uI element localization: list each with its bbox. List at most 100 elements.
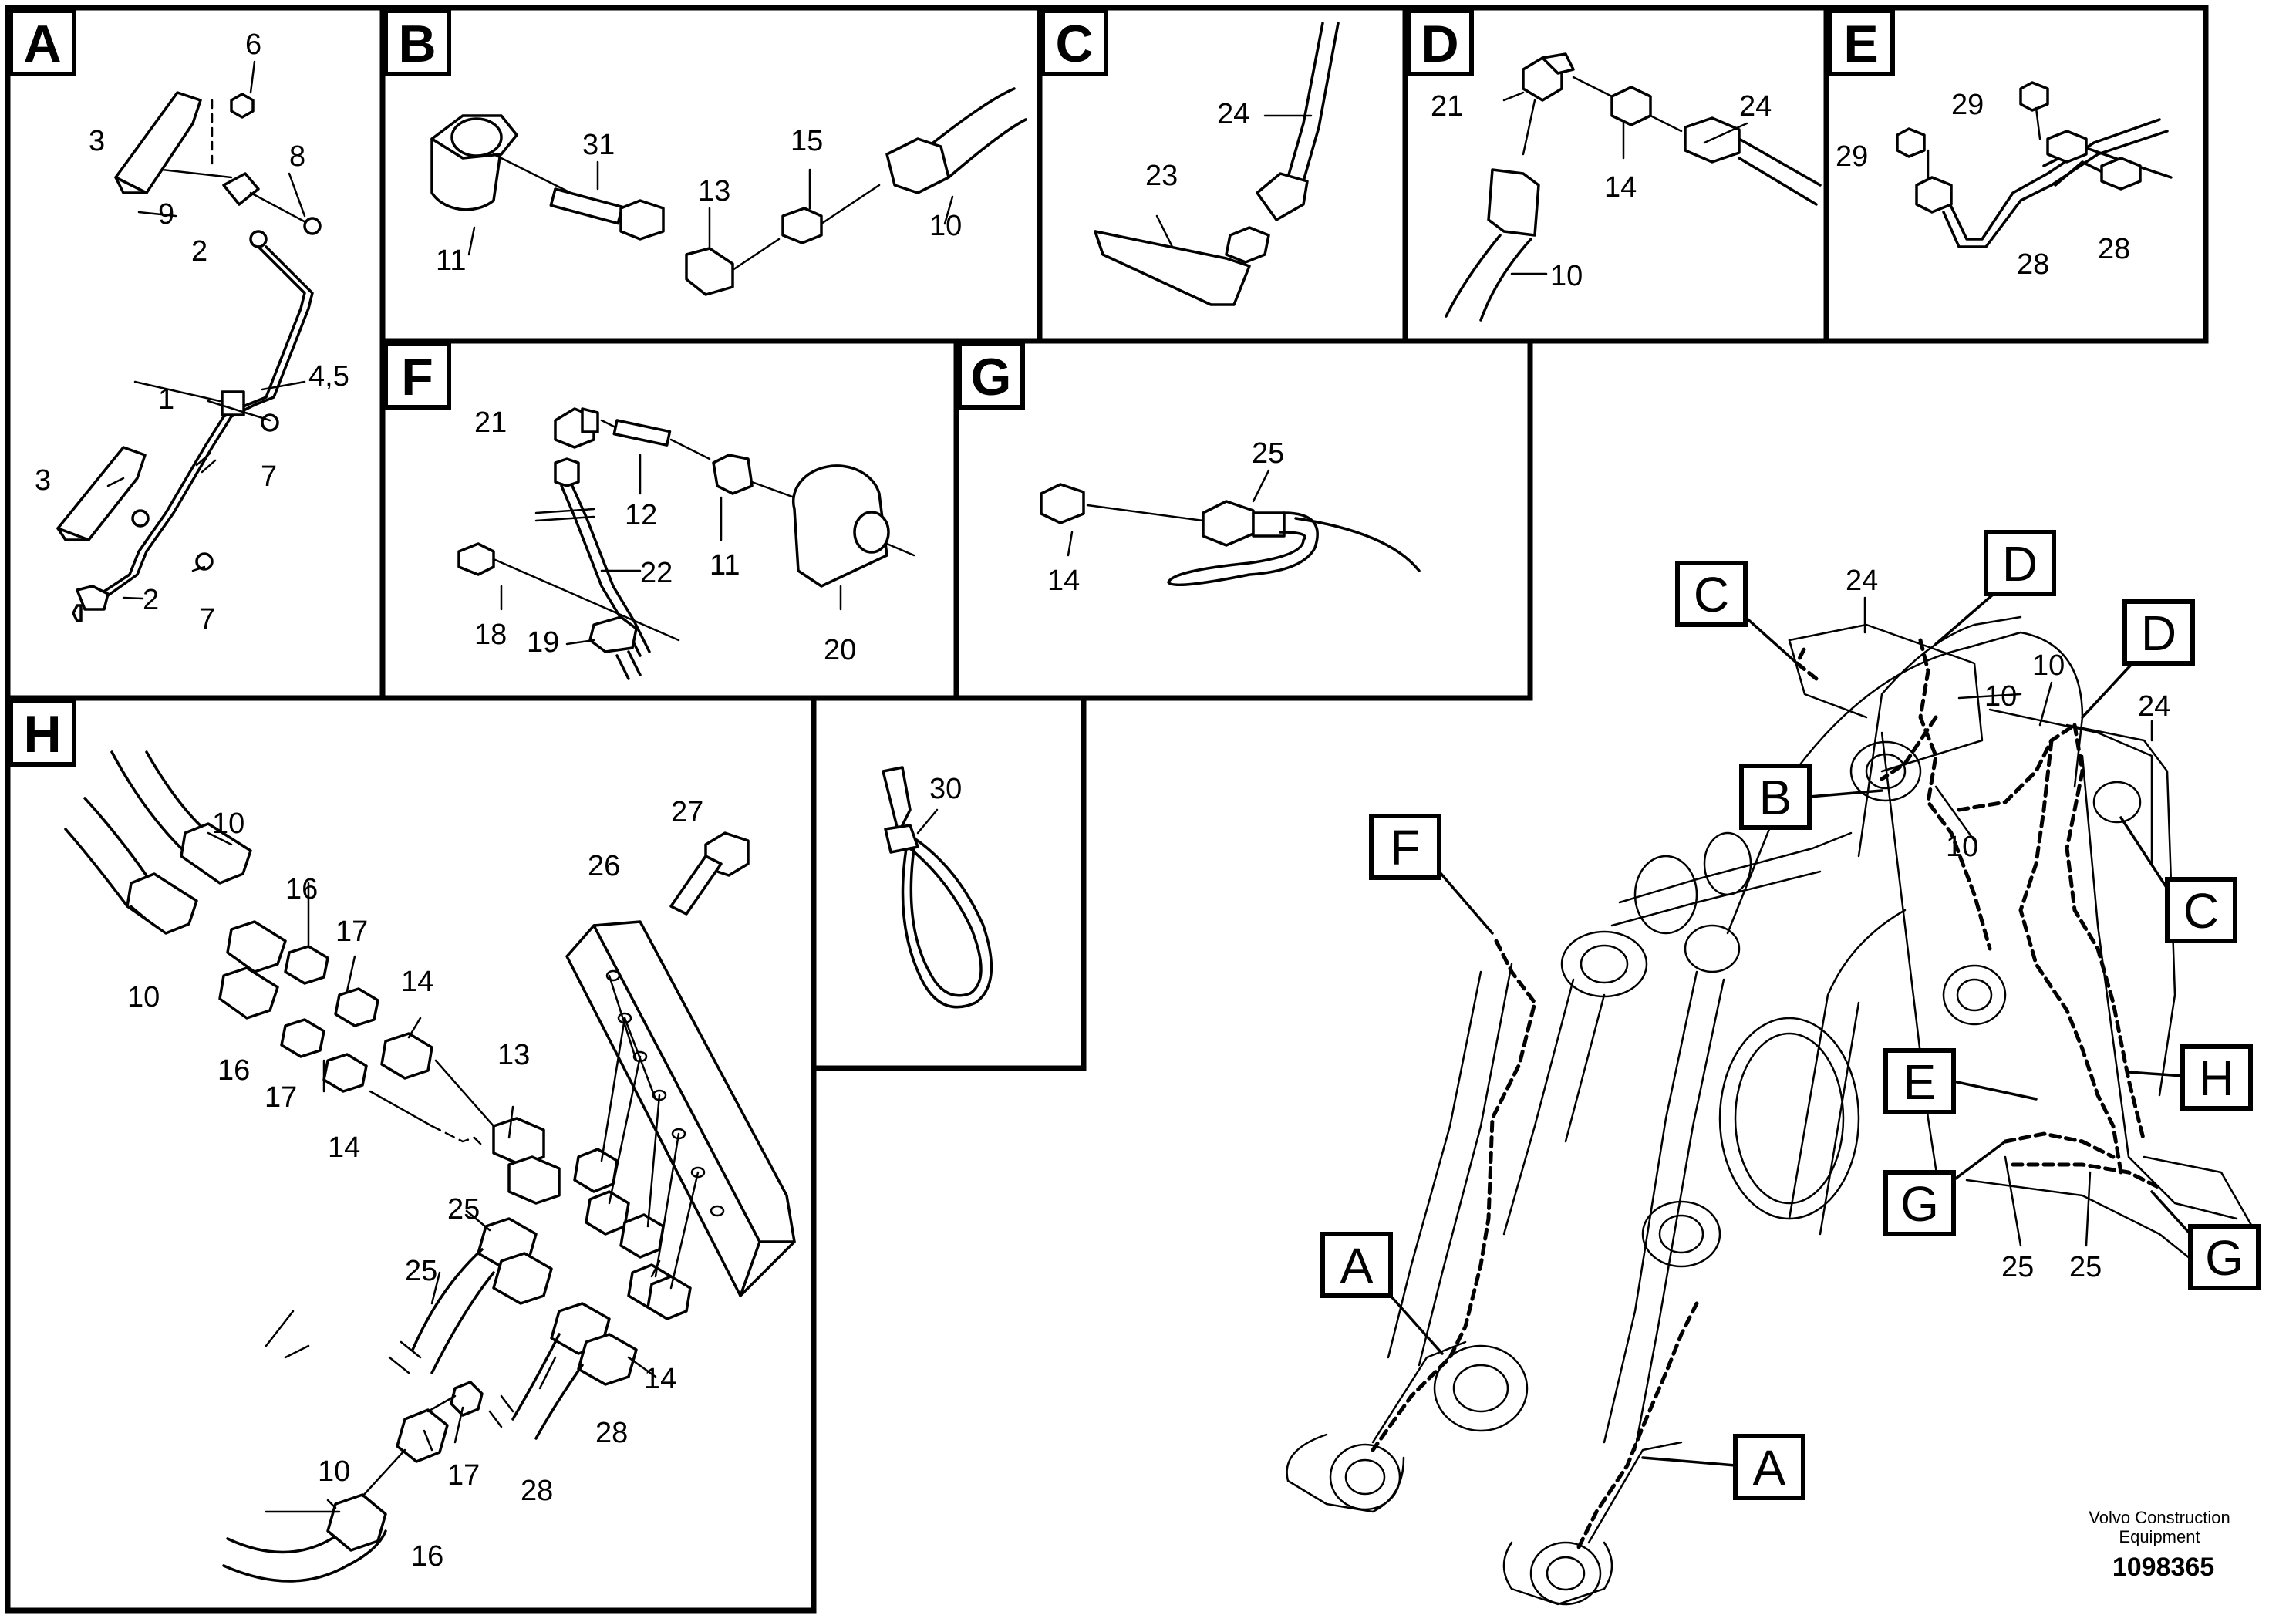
panel-h-drawing: 10 27 16 26 17 14 10 16 17 13 14 25 25 1… [64, 750, 796, 1583]
panel-h-label-27: 27 [671, 796, 703, 828]
panel-h-label-10-left: 10 [127, 981, 160, 1013]
panel-f-label-20: 20 [824, 634, 856, 666]
panel-letter-e: E [1843, 15, 1878, 73]
panel-tie-drawing: 30 [882, 766, 993, 1009]
panel-b-label-15: 15 [791, 125, 823, 157]
panel-d-drawing: 21 24 14 10 [1431, 52, 1822, 322]
callout-d-middle: D [2002, 536, 2038, 592]
machine-label-10-b: 10 [2032, 649, 2065, 682]
panel-letter-d: D [1421, 15, 1458, 73]
panel-letter-b: B [398, 15, 436, 73]
panel-a-label-3-top: 3 [89, 125, 105, 157]
panel-h-label-17-bottom: 17 [447, 1459, 480, 1492]
doc-number: 1098365 [2112, 1553, 2214, 1582]
panel-g-label-25: 25 [1252, 437, 1284, 470]
panel-g-label-14: 14 [1047, 565, 1080, 597]
callout-b: B [1759, 770, 1792, 825]
callout-c-top: C [1694, 567, 1729, 622]
panel-h-label-25-a: 25 [447, 1193, 480, 1226]
panel-f-drawing: 21 12 11 22 18 19 20 [457, 406, 915, 680]
panel-a-drawing: 6 3 8 9 2 4,5 1 7 3 2 7 [35, 29, 349, 636]
footer-company-line2: Equipment [2119, 1527, 2200, 1546]
panel-h-frame [5, 695, 817, 1614]
panel-frames [5, 5, 2209, 1614]
panel-c-drawing: 24 23 [1094, 22, 1340, 306]
panel-b-label-31: 31 [582, 129, 615, 161]
panel-b-label-13: 13 [698, 175, 730, 207]
panel-a-label-8: 8 [289, 140, 305, 173]
panel-a-label-4-5: 4,5 [308, 360, 349, 393]
panel-h-label-17-mid: 17 [265, 1081, 297, 1114]
panel-a-label-9: 9 [158, 198, 174, 231]
panel-f-label-19: 19 [527, 626, 559, 659]
panel-h-label-16-mid: 16 [217, 1054, 250, 1087]
machine-drawing [1286, 615, 2254, 1606]
machine-label-25-b: 25 [2069, 1251, 2102, 1283]
panel-e-label-28-b: 28 [2098, 233, 2130, 265]
panel-h-label-16-top: 16 [285, 873, 318, 905]
panel-d-label-24: 24 [1739, 90, 1772, 123]
panel-b-label-10: 10 [929, 210, 962, 242]
panel-e-drawing: 29 29 28 28 [1836, 81, 2173, 281]
panel-a-label-7-bottom: 7 [199, 603, 215, 636]
panel-b-drawing: 31 15 13 11 10 [430, 87, 1027, 296]
panel-h-label-28-bottom: 28 [521, 1475, 553, 1507]
panel-letter-boxes: A B C D E F G H [8, 8, 1895, 767]
panel-letter-c: C [1055, 15, 1093, 73]
panel-e-label-29-top: 29 [1951, 89, 1984, 121]
panel-f-label-12: 12 [625, 499, 657, 531]
panel-tie-frame [811, 695, 1087, 1071]
panel-letter-f: F [401, 348, 433, 406]
panel-d-label-14: 14 [1604, 171, 1637, 204]
machine-label-25-a: 25 [2001, 1251, 2034, 1283]
machine-label-10-a: 10 [1984, 680, 2017, 713]
machine-label-10-c: 10 [1946, 831, 1978, 863]
panel-h-label-10-top: 10 [212, 808, 244, 840]
panel-c-label-23: 23 [1145, 160, 1178, 192]
callout-f: F [1390, 820, 1420, 875]
machine-labels: 24 10 10 24 10 25 25 [1846, 565, 2170, 1283]
panel-letter-h: H [23, 705, 61, 764]
panel-h-label-10-bottom: 10 [318, 1455, 350, 1488]
panel-h-label-17-top: 17 [335, 916, 368, 948]
machine-callouts: C D B D F C E H G G [1320, 530, 2261, 1500]
panel-c-label-24: 24 [1217, 98, 1249, 130]
panel-h-label-14-right: 14 [644, 1363, 676, 1395]
panel-tie-label-30: 30 [929, 773, 962, 805]
panel-g-drawing: 25 14 [1040, 437, 1421, 597]
panel-letter-g: G [971, 348, 1012, 406]
panel-b-label-11: 11 [436, 244, 466, 277]
panel-a-label-7-top: 7 [261, 460, 277, 493]
panel-f-label-21: 21 [474, 406, 507, 439]
callout-e: E [1903, 1054, 1937, 1110]
panel-h-label-16-bottom: 16 [411, 1540, 443, 1573]
panel-f-label-18: 18 [474, 619, 507, 651]
panel-h-label-26: 26 [588, 850, 620, 882]
panel-h-label-28-right: 28 [595, 1417, 628, 1449]
panel-a-label-6: 6 [245, 29, 261, 61]
panel-a-label-2-top: 2 [191, 235, 207, 268]
panel-d-label-10: 10 [1550, 260, 1583, 292]
panel-e-frame [1823, 5, 2209, 344]
panel-h-label-25-b: 25 [405, 1255, 437, 1287]
panel-f-label-22: 22 [640, 557, 673, 589]
callout-g-right: G [2205, 1230, 2244, 1286]
callout-g-left: G [1900, 1176, 1939, 1232]
callout-c-right: C [2183, 883, 2219, 939]
callout-d-right: D [2141, 605, 2176, 661]
machine-label-24-top: 24 [1846, 565, 1878, 597]
panel-d-label-21: 21 [1431, 90, 1463, 123]
panel-e-label-29-left: 29 [1836, 140, 1868, 173]
panel-f-label-11: 11 [710, 549, 740, 582]
callout-h: H [2199, 1050, 2234, 1106]
panel-letter-a: A [23, 15, 61, 73]
panel-h-label-14-mid: 14 [328, 1131, 360, 1164]
panel-h-label-13: 13 [497, 1039, 530, 1071]
callout-a-left: A [1340, 1238, 1374, 1293]
footer: Volvo Construction Equipment 1098365 [2089, 1508, 2230, 1582]
panel-a-label-3-bottom: 3 [35, 464, 51, 497]
machine-label-24-right: 24 [2138, 690, 2170, 723]
panel-a-label-1: 1 [158, 383, 174, 416]
panel-h-label-14-top: 14 [401, 966, 433, 998]
